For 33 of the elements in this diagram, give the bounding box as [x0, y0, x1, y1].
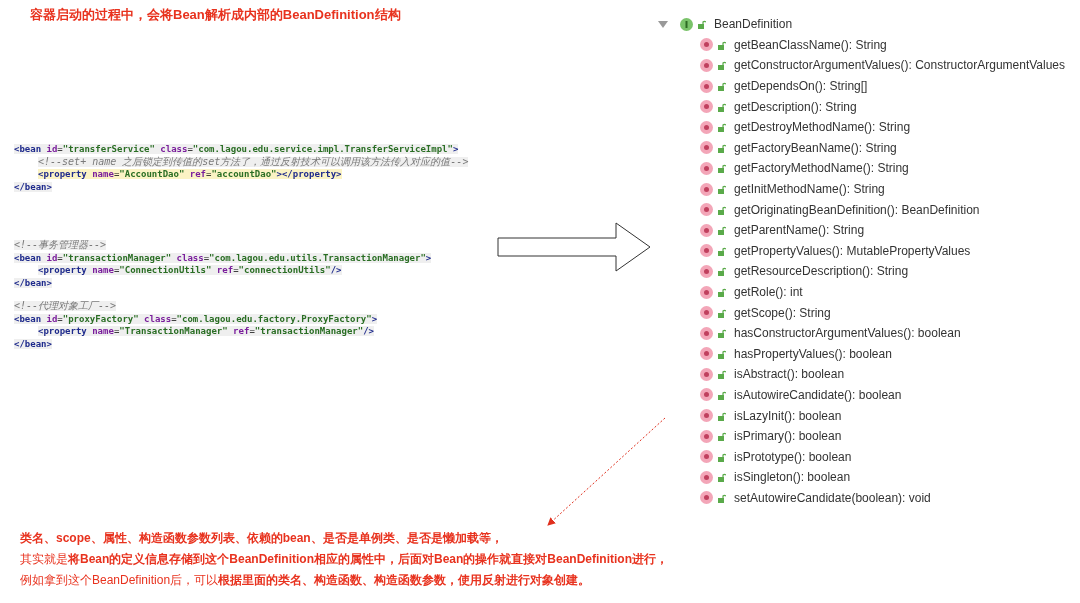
note-text: 例如拿到这个BeanDefinition后，可以根据里面的类名、构造函数、构造函数参数，使用反射进行对象创建。 — [20, 572, 592, 589]
method-signature: getConstructorArgumentValues(): ConstructorArgumentValues — [734, 58, 1066, 73]
method-signature: isAutowireCandidate(): boolean — [734, 388, 902, 402]
method-signature: getBeanClassName(): String — [734, 37, 887, 52]
method-signature: getOriginatingBeanDefinition(): BeanDefinition — [734, 202, 980, 217]
method-signature: isPrimary(): boolean — [734, 429, 842, 444]
method-signature: getScope(): String — [734, 305, 831, 320]
method-signature: getDescription(): String — [734, 99, 857, 114]
code-comment: <!--set+ name 之后锁定到传值的set方法了，通过反射技术可以调用该方法传入对应的值--> — [38, 156, 469, 167]
method-signature: isSingleton(): boolean — [734, 470, 851, 485]
note-text: 类名、scope、属性、构造函数参数列表、依赖的bean、是否是单例类、是否是懒加载等， — [20, 530, 504, 547]
method-signature: isPrototype(): boolean — [734, 449, 852, 464]
title: 容器启动的过程中，会将Bean解析成内部的BeanDefinition结构 — [30, 6, 401, 24]
note-text: 其实就是将Bean的定义信息存储到这个BeanDefinition相应的属性中，后面对Bean的操作就直接对BeanDefinition进行， — [20, 551, 670, 568]
method-signature: getParentName(): String — [734, 223, 865, 238]
method-signature: getDependsOn(): String[] — [734, 79, 868, 94]
method-signature: hasConstructorArgumentValues(): boolean — [734, 326, 961, 341]
method-signature: getInitMethodName(): String — [734, 182, 885, 197]
code-comment: <!--事务管理器--> — [14, 240, 107, 250]
dotted-arrow — [547, 417, 666, 526]
method-signature: getRole(): int — [734, 285, 803, 299]
method-signature: getPropertyValues(): MutablePropertyValues — [734, 243, 971, 258]
method-signature: getDestroyMethodName(): String — [734, 120, 911, 135]
method-signature: getResourceDescription(): String — [734, 264, 909, 279]
method-signature: hasPropertyValues(): boolean — [734, 346, 892, 361]
method-signature: setAutowireCandidate(boolean): void — [734, 490, 931, 505]
method-signature: isLazyInit(): boolean — [734, 408, 842, 423]
code-comment: <!--代理对象工厂--> — [14, 301, 117, 311]
interface-name: BeanDefinition — [714, 17, 793, 32]
block-arrow — [497, 222, 651, 272]
method-signature: isAbstract(): boolean — [734, 367, 845, 382]
method-signature: getFactoryMethodName(): String — [734, 161, 909, 176]
method-signature: getFactoryBeanName(): String — [734, 140, 897, 155]
